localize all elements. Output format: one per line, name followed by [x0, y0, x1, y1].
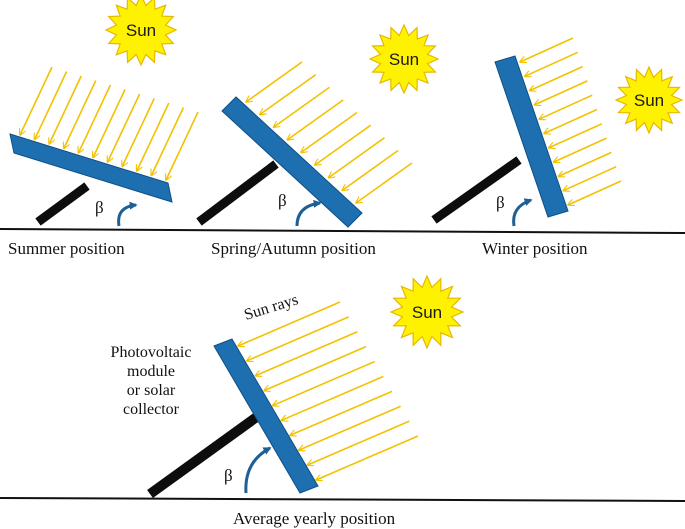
- arrow-icon: [315, 124, 372, 165]
- arrow-icon: [568, 180, 622, 205]
- angle-arc-icon: [244, 446, 272, 494]
- arrow-icon: [549, 123, 603, 148]
- support-spring-autumn: [196, 160, 279, 226]
- arrow-icon: [255, 331, 358, 376]
- caption-summer: Summer position: [8, 239, 125, 258]
- arrow-icon: [93, 89, 126, 158]
- arrow-icon: [260, 73, 317, 115]
- caption-average: Average yearly position: [233, 509, 396, 528]
- arrow-icon: [264, 345, 367, 391]
- angle-beta-average: β: [224, 466, 233, 485]
- panel-average: [213, 338, 319, 494]
- angle-beta-summer: β: [95, 198, 104, 217]
- arrow-icon: [530, 65, 583, 91]
- panel-spring-autumn: [221, 96, 363, 228]
- module-label: Photovoltaic module or solar collector: [111, 344, 192, 418]
- arrow-icon: [558, 151, 612, 176]
- arrow-icon: [329, 137, 385, 178]
- arrow-icon: [307, 420, 410, 465]
- arrow-icon: [301, 111, 358, 153]
- arrow-icon: [238, 301, 341, 346]
- arrow-icon: [274, 86, 330, 127]
- arrow-icon: [342, 149, 399, 190]
- arrow-icon: [544, 108, 598, 134]
- arrow-icon: [287, 99, 344, 140]
- caption-winter: Winter position: [482, 239, 588, 258]
- arrow-icon: [290, 390, 393, 435]
- arrow-icon: [299, 405, 401, 450]
- arrow-icon: [281, 375, 384, 420]
- sun-label: Sun: [634, 91, 664, 110]
- sun-label: Sun: [126, 21, 156, 40]
- sun-label: Sun: [389, 50, 419, 69]
- arrow-icon: [563, 165, 617, 191]
- arrow-icon: [49, 75, 82, 144]
- module-label-line-2: module: [127, 363, 175, 380]
- arrow-icon: [525, 51, 579, 76]
- module-label-line-4: collector: [123, 401, 180, 418]
- panel-summer: [9, 133, 173, 203]
- arrow-icon: [151, 107, 185, 176]
- angle-beta-spring-autumn: β: [278, 191, 287, 210]
- ground-line-bottom: [0, 497, 685, 502]
- support-average: [147, 411, 261, 499]
- arrow-icon: [122, 98, 155, 167]
- arrow-icon: [247, 316, 349, 361]
- arrow-icon: [316, 435, 419, 480]
- sun-icon: Sun: [104, 0, 178, 67]
- arrow-icon: [35, 71, 68, 140]
- module-label-line-3: or solar: [127, 382, 176, 399]
- arrow-icon: [273, 360, 375, 406]
- arrow-icon: [520, 37, 574, 62]
- sun-icon: Sun: [368, 23, 440, 95]
- arrow-icon: [108, 93, 141, 162]
- arrow-icon: [554, 137, 607, 162]
- arrow-icon: [137, 102, 170, 171]
- caption-spring-autumn: Spring/Autumn position: [211, 239, 376, 258]
- arrow-icon: [356, 162, 413, 203]
- support-winter: [431, 156, 522, 224]
- arrow-icon: [20, 66, 53, 135]
- arrow-icon: [64, 80, 97, 149]
- sun-icon: Sun: [614, 65, 684, 135]
- ground-line-top: [0, 228, 685, 234]
- support-summer: [35, 182, 90, 226]
- panel-winter: [494, 55, 569, 218]
- angle-arc-icon: [117, 201, 138, 227]
- sun-rays-label: Sun rays: [242, 291, 300, 324]
- arrow-icon: [534, 80, 588, 105]
- angle-beta-winter: β: [496, 193, 505, 212]
- arrow-icon: [539, 94, 593, 119]
- arrow-icon: [166, 111, 199, 180]
- sun-label: Sun: [412, 303, 442, 322]
- angle-arc-icon: [512, 198, 533, 227]
- arrow-icon: [78, 84, 112, 153]
- sun-icon: Sun: [389, 274, 465, 350]
- angle-arc-icon: [295, 199, 322, 227]
- arrow-icon: [246, 61, 303, 102]
- module-label-line-1: Photovoltaic: [111, 344, 192, 361]
